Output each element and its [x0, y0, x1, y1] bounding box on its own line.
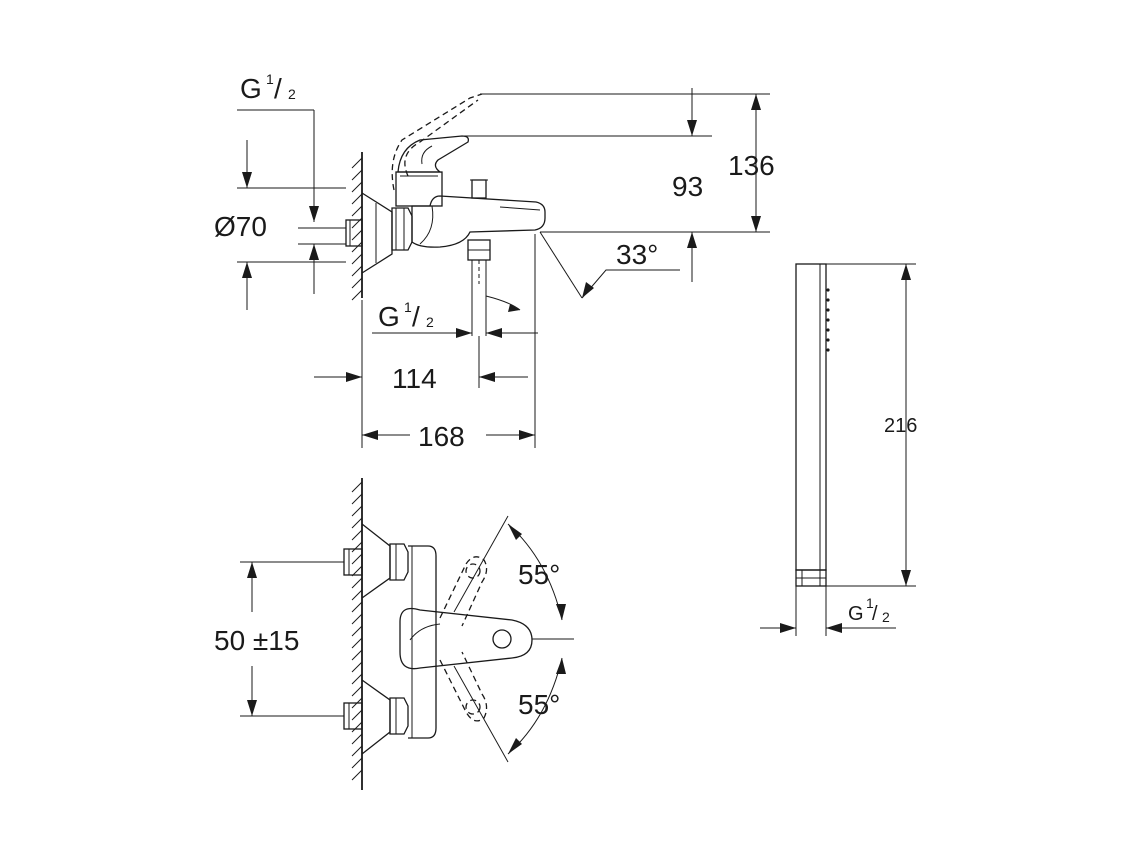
svg-text:/: / — [274, 73, 282, 104]
upper-connector — [343, 548, 363, 576]
thread-bottom-num: 1 — [404, 299, 412, 315]
svg-text:/: / — [872, 603, 878, 625]
top-view: 55° 55° — [343, 478, 574, 790]
diameter-label: Ø70 — [214, 211, 267, 242]
thread-top-num: 1 — [266, 71, 274, 87]
shower-nozzles — [826, 288, 830, 352]
side-view — [345, 93, 546, 336]
hand-shower-thread-main: G — [848, 603, 864, 625]
lever-rotated-up — [439, 556, 488, 627]
thread-top-main: G — [240, 73, 262, 104]
lever-top-view — [399, 607, 533, 670]
hand-shower-length-label: 216 — [884, 415, 917, 437]
dim-thread-bottom: G 1 / 2 — [372, 299, 538, 338]
thread-top-den: 2 — [288, 86, 296, 102]
svg-text:/: / — [412, 301, 420, 332]
thread-bottom-den: 2 — [426, 314, 434, 330]
spout-angle-label: 33° — [616, 239, 658, 270]
dim-heights: 93 136 — [462, 88, 775, 282]
angle-upper-label: 55° — [518, 559, 560, 590]
angle-lower-label: 55° — [518, 689, 560, 720]
upper-nut — [389, 543, 409, 581]
centers-label: 50 ±15 — [214, 625, 299, 656]
hand-shower-thread-num: 1 — [866, 595, 874, 611]
mixer-body — [411, 195, 546, 248]
swivel-arc — [485, 295, 521, 311]
hand-shower-body — [795, 263, 827, 571]
wall-hatching-top — [351, 157, 363, 301]
dim-hand-shower-thread: G 1 / 2 — [760, 586, 896, 636]
dim-thread-top: G 1 / 2 — [237, 71, 319, 222]
thread-bottom-main: G — [378, 301, 400, 332]
dim-depths: 114 168 — [314, 234, 536, 452]
dim-diameter: Ø70 — [214, 140, 346, 310]
dim-spout-angle: 33° — [539, 231, 680, 299]
lever-open-position — [391, 93, 483, 191]
dim-centers: 50 ±15 — [214, 561, 344, 717]
cartridge-housing — [395, 171, 443, 207]
wall-hatching-bottom — [351, 481, 363, 781]
hand-shower-thread-den: 2 — [882, 609, 890, 625]
wall-connector — [345, 219, 363, 247]
lever-tip-circle — [492, 629, 512, 649]
lever-handle — [397, 135, 470, 173]
eccentric-nut — [391, 207, 413, 251]
lower-nut — [389, 697, 409, 735]
height-136-label: 136 — [728, 150, 775, 181]
height-93-label: 93 — [672, 171, 703, 202]
lever-rotated-down — [439, 651, 488, 722]
svg-text:G: G — [240, 73, 262, 104]
diverter-knob — [471, 179, 487, 199]
depth-168-label: 168 — [418, 421, 465, 452]
body-top-view — [408, 545, 437, 739]
upper-rosette — [361, 523, 391, 599]
depth-114-label: 114 — [392, 363, 437, 394]
rosette-cone — [361, 192, 393, 274]
hand-shower — [795, 263, 830, 587]
lower-rosette — [361, 679, 391, 755]
dim-hand-shower-length: 216 — [826, 263, 917, 587]
